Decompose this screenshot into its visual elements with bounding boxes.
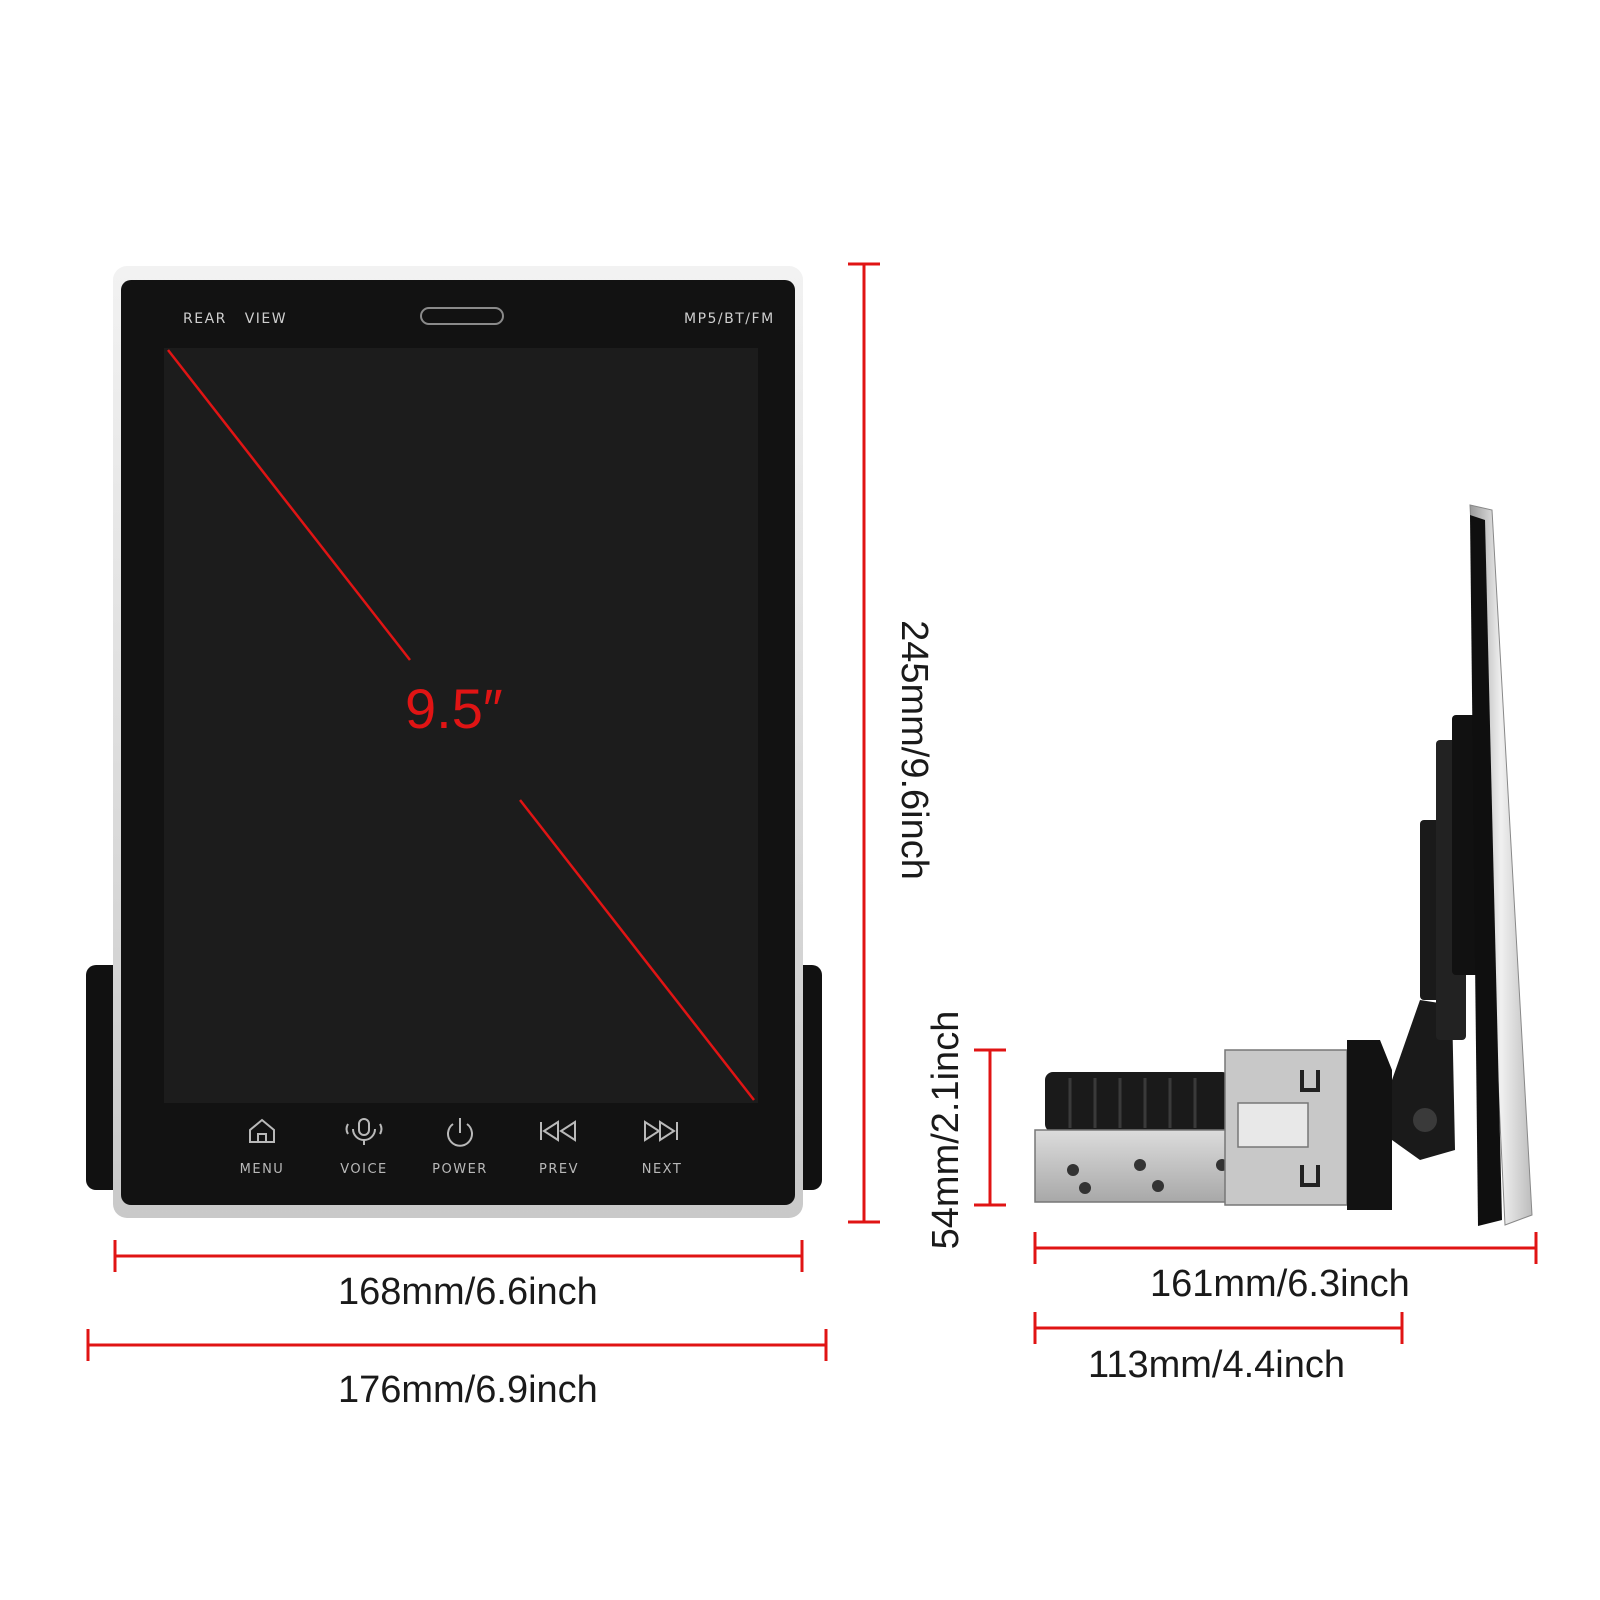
chassis-holes [1067,1159,1228,1194]
unit-height-label: 54mm/2.1inch [925,1010,967,1250]
power-icon [447,1118,473,1147]
depth-total-label: 161mm/6.3inch [1150,1263,1410,1305]
total-width-dimension-line [86,1329,828,1361]
screen-width-label: 168mm/6.6inch [338,1271,598,1313]
swivel-arm [1392,1000,1455,1160]
swivel-knob [1413,1108,1437,1132]
prev-button-label: PREV [539,1162,579,1177]
prev-button[interactable]: PREV [519,1160,599,1177]
next-button[interactable]: NEXT [622,1160,702,1177]
header-left-label: REAR VIEW [183,311,288,327]
depth-chassis-label: 113mm/4.4inch [1088,1344,1345,1386]
power-button-label: POWER [432,1162,488,1177]
screen-width-dimension-line [113,1240,804,1272]
skip-next-icon [644,1120,678,1142]
total-width-label: 176mm/6.9inch [338,1369,598,1411]
menu-button[interactable]: MENU [222,1160,302,1177]
mount-arm [1347,1040,1392,1210]
height-dimension-label: 245mm/9.6inch [893,620,935,880]
cage-clips [1300,1070,1320,1187]
diagonal-line-upper [167,349,411,661]
power-button[interactable]: POWER [420,1160,500,1177]
voice-button-label: VOICE [340,1162,388,1177]
home-icon [249,1118,275,1143]
microphone-icon [345,1118,383,1145]
next-button-label: NEXT [641,1162,683,1177]
unit-height-dimension-line [974,1048,1006,1207]
height-dimension-line [848,262,880,1224]
cage-window [1237,1102,1309,1148]
heatsink [1045,1072,1230,1132]
depth-chassis-dimension-line [1033,1312,1404,1344]
voice-button[interactable]: VOICE [324,1160,404,1177]
skip-previous-icon [540,1120,576,1142]
depth-total-dimension-line [1033,1232,1538,1264]
speaker-slot [420,307,504,325]
diagonal-line-lower [519,799,755,1101]
diagonal-size-label: 9.5″ [405,677,503,740]
display-panel-back [1470,515,1502,1226]
header-right-label: MP5/BT/FM [684,311,775,327]
menu-button-label: MENU [239,1162,285,1177]
